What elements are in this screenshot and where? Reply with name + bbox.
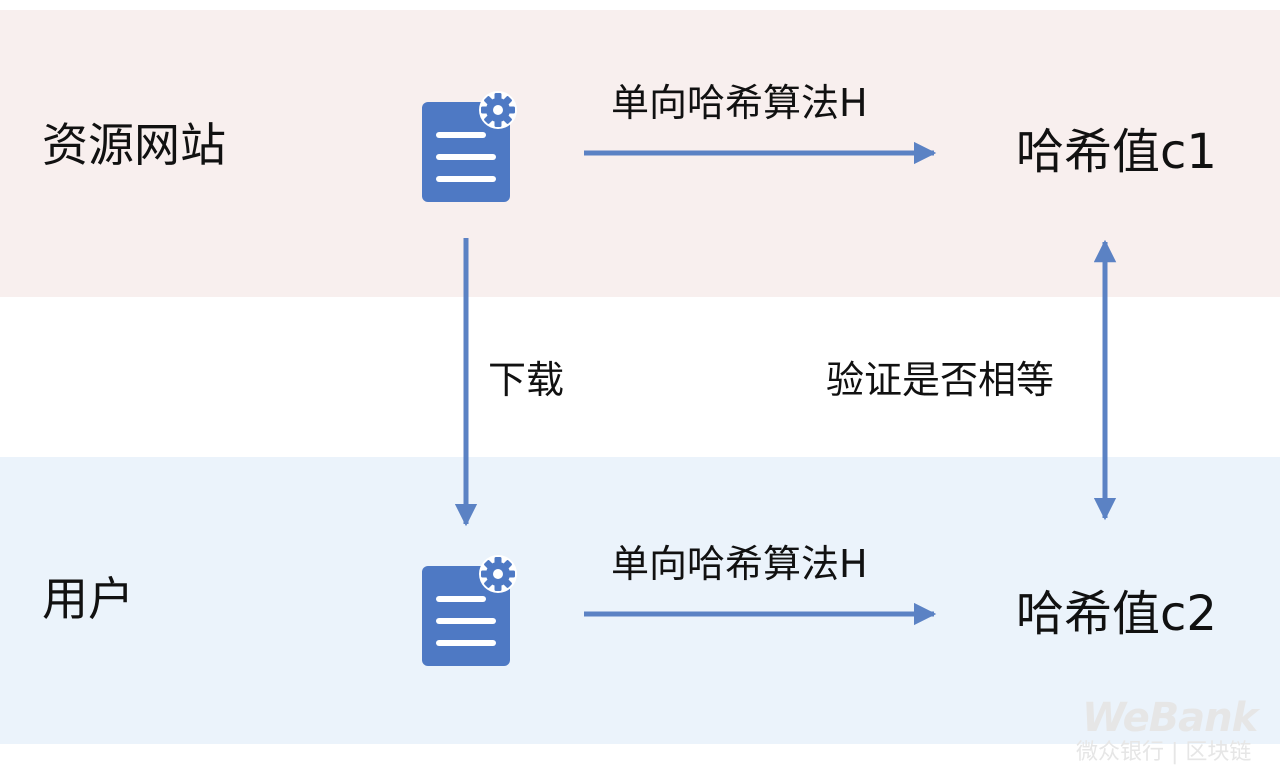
watermark-subtitle: 微众银行 | 区块链 xyxy=(1076,740,1252,765)
document-settings-icon xyxy=(422,555,517,666)
user-band xyxy=(0,457,1280,744)
verify-equal-label: 验证是否相等 xyxy=(826,358,1055,402)
resource-site-label: 资源网站 xyxy=(42,118,226,172)
document-settings-icon xyxy=(422,91,517,202)
hash-value-c2: 哈希值c2 xyxy=(1016,586,1217,642)
user-label: 用户 xyxy=(42,572,134,626)
download-label: 下载 xyxy=(488,358,565,402)
hash-algorithm-label-bottom: 单向哈希算法H xyxy=(611,542,868,586)
hash-algorithm-label-top: 单向哈希算法H xyxy=(611,81,868,125)
watermark-brand: WeBank xyxy=(1082,695,1258,741)
hash-value-c1: 哈希值c1 xyxy=(1016,124,1217,180)
